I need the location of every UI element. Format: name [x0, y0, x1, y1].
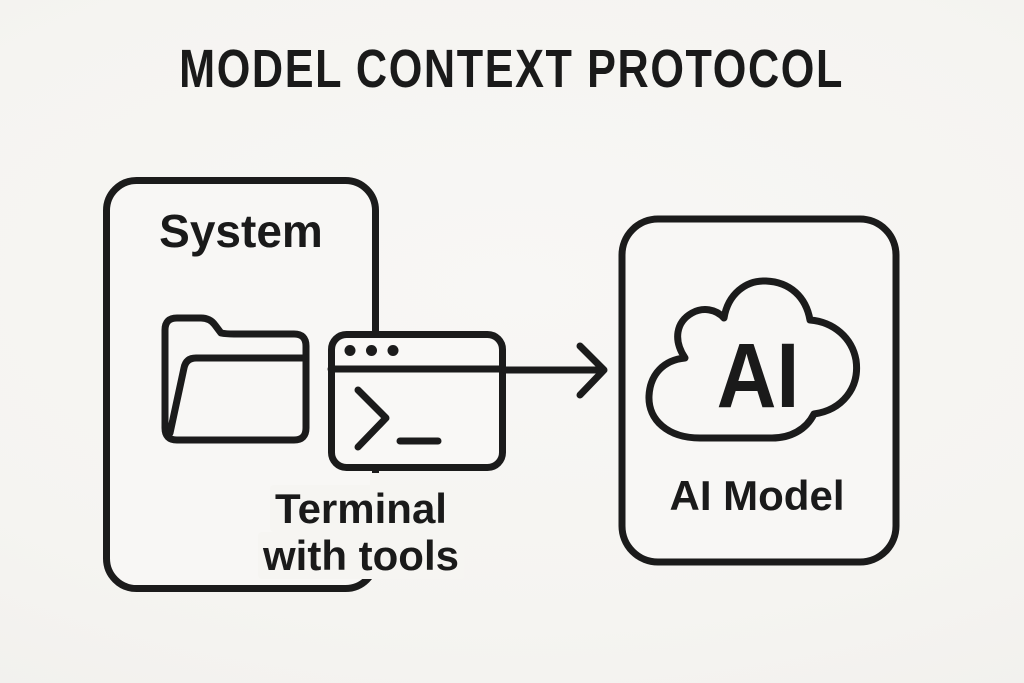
ai-box-label: AI Model	[669, 472, 845, 519]
arrow-right-icon	[501, 342, 608, 399]
ai-cloud-text: AI	[658, 330, 858, 422]
terminal-caption-line1: Terminal	[270, 485, 452, 532]
terminal-window-icon	[327, 331, 507, 471]
terminal-caption-line2: with tools	[258, 532, 464, 579]
folder-icon	[161, 314, 310, 444]
window-dots-icon	[344, 345, 399, 356]
cloud-icon	[645, 277, 861, 442]
system-box-label: System	[159, 205, 323, 257]
page-title: MODEL CONTEXT PROTOCOL	[0, 42, 1024, 96]
terminal-prompt-icon	[354, 386, 442, 451]
terminal-caption: Terminal with tools	[241, 485, 481, 579]
page-title-text: MODEL CONTEXT PROTOCOL	[179, 39, 845, 99]
ai-cloud-text-inner: AI	[716, 325, 800, 427]
